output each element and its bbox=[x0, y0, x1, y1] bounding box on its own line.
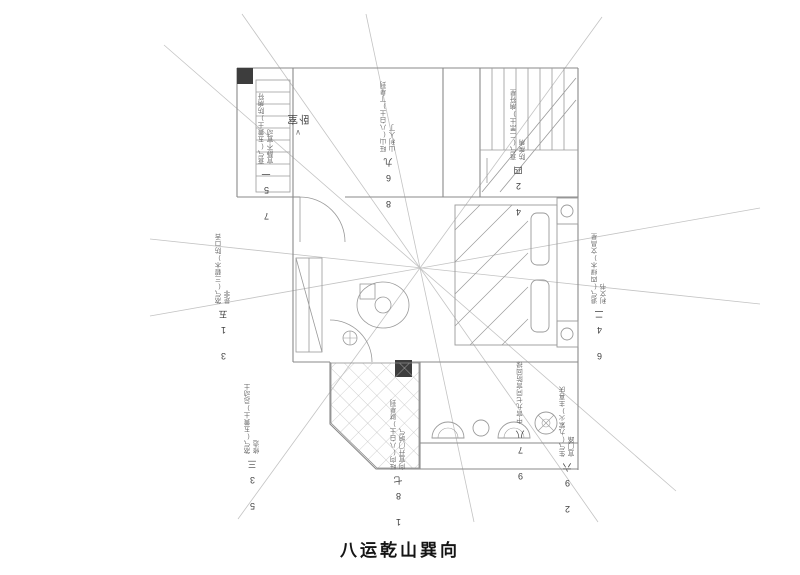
palace-southeast-stars: 1 8七 bbox=[393, 473, 404, 527]
palace-northeast: 6 4二 退气(四绿木)文昌星利文书 bbox=[579, 232, 621, 361]
palace-southwest: 3 1五 煞气(三碧木)防口舌是非 bbox=[203, 232, 245, 361]
facing-arrow-icon: ∨ bbox=[295, 128, 301, 137]
palace-southwest-note: 煞气(三碧木)防口舌是非 bbox=[216, 233, 232, 304]
wardrobe bbox=[295, 257, 323, 353]
palace-north-stars: 4 2四 bbox=[513, 163, 524, 217]
palace-west-note: 衰气(五黄土)防病符宜静不宜动 bbox=[259, 93, 275, 164]
palace-east: 2 9六 生气(九紫火)主喜庆宜门路 bbox=[547, 385, 589, 514]
palace-west-stars: 7 5一 bbox=[261, 167, 272, 221]
palace-southeast-note: 旺向(八白土)财星到向宜开门纳气 bbox=[391, 399, 407, 470]
palace-northwest-note: 旺山(八白土)丁星到山利人丁 bbox=[381, 81, 397, 152]
palace-south-note: 煞气(五黄土)忌动土修造 bbox=[245, 383, 261, 454]
palace-northwest-stars: 8 6九 bbox=[383, 155, 394, 209]
rug-and-chair bbox=[342, 281, 410, 346]
palace-center-stars: 9 7八 bbox=[515, 427, 526, 481]
palace-south-stars: 5 3三 bbox=[247, 457, 258, 511]
palace-north: 4 2四 衰气(二黑土)病符星防疾病 bbox=[498, 88, 540, 217]
palace-north-note: 衰气(二黑土)病符星防疾病 bbox=[511, 89, 527, 160]
palace-northwest: 8 6九 旺山(八白土)丁星到山利人丁 bbox=[368, 80, 410, 209]
palace-southwest-stars: 3 1五 bbox=[218, 307, 229, 361]
bed bbox=[454, 197, 579, 348]
stairs bbox=[480, 68, 578, 193]
bedroom-label-text: 卧室 bbox=[286, 113, 310, 125]
palace-center-note: 中宫九七同宫防回禄 bbox=[517, 361, 525, 424]
palace-east-stars: 2 9六 bbox=[562, 460, 573, 514]
palace-south: 5 3三 煞气(五黄土)忌动土修造 bbox=[232, 382, 274, 511]
palace-west: 7 5一 衰气(五黄土)防病符宜静不宜动 bbox=[246, 92, 288, 221]
palace-southeast: 1 8七 旺向(八白土)财星到向宜开门纳气 bbox=[378, 398, 420, 527]
terrace-tiles bbox=[330, 362, 420, 469]
palace-northeast-stars: 6 4二 bbox=[594, 307, 605, 361]
palace-center: 9 7八 中宫九七同宫防回禄 bbox=[500, 352, 542, 481]
patio-furniture bbox=[431, 411, 558, 439]
diagram-title: 八运乾山巽向 bbox=[340, 541, 460, 560]
palace-northeast-note: 退气(四绿木)文昌星利文书 bbox=[592, 233, 608, 304]
door-arc bbox=[299, 196, 346, 243]
terrace-door-arc bbox=[329, 319, 373, 363]
window-unit bbox=[255, 79, 291, 193]
walls bbox=[236, 67, 579, 470]
palace-east-note: 生气(九紫火)主喜庆宜门路 bbox=[560, 386, 576, 457]
